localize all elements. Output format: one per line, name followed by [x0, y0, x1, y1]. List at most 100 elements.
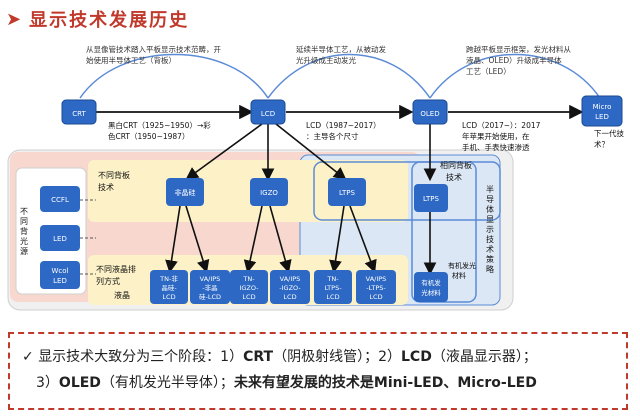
era-next-1: 下一代技 [594, 128, 624, 138]
arrow-ltps-va [349, 205, 377, 273]
node-crt-label: CRT [72, 110, 86, 118]
era-lcd-1: LCD（1987~2017） [306, 121, 381, 130]
summary-l2-mid: （有机发光半导体）； [100, 375, 234, 391]
gl-st-4: 显 [486, 215, 494, 224]
node-micro-label-2: LED [595, 113, 609, 121]
note-crt-lcd-1: 从显像管技术踏入平板显示技术范畴，开 [86, 44, 221, 54]
lc-mode-2-l1: VA/IPS [200, 275, 221, 283]
lc-mode-6-l3: LCD [369, 293, 382, 301]
title-bar: ➤ 显示技术发展历史 [6, 6, 189, 32]
gl-bl-1: 不 [20, 207, 28, 216]
summary-l1-prefix: 显示技术大致分为三个阶段：1） [38, 349, 244, 365]
summary-l1-mid: （阴极射线管）；2） [273, 349, 402, 365]
note-oled-micro-2: 液晶、OLED）升级成半导体 [466, 55, 562, 65]
summary-box: ✓ 显示技术大致分为三个阶段：1）CRT（阴极射线管）；2）LCD（液晶显示器）… [8, 332, 628, 410]
gl-bp-lcd-2: 技术 [98, 182, 114, 192]
lc-mode-2: VA/IPS -非晶 硅-LCD [190, 270, 230, 304]
ltps-outline [313, 161, 501, 221]
arrow-asi-tn [165, 205, 181, 274]
backlight-ccfl-label: CCFL [51, 196, 69, 204]
lc-mode-2-l3: 硅-LCD [199, 292, 221, 301]
gl-bl-3: 背 [20, 226, 28, 236]
summary-l2-prefix: 3） [36, 375, 59, 391]
lc-mode-3-l1: TN- [242, 275, 255, 283]
note-oled-micro-3: 工艺（LED） [466, 67, 511, 76]
arc-lcd-oled [267, 53, 431, 99]
arrow-igzo-va [269, 205, 292, 274]
gl-st-6: 技 [486, 234, 494, 244]
era-oled-1: LCD（2017~）：2017 [462, 121, 541, 130]
lc-mode-6-l1: VA/IPS [366, 275, 387, 283]
backplane-row [88, 160, 408, 222]
gl-st-8: 策 [486, 254, 494, 264]
gl-bl-2: 同 [20, 217, 28, 226]
backlight-wled-label-1: Wcol [52, 267, 69, 275]
gl-bl-4: 光 [20, 236, 28, 246]
era-oled-2: 年苹果开始使用，在 [462, 131, 530, 141]
arrow-lcd-asi [185, 123, 263, 180]
lc-mode-5-l3: LCD [326, 293, 339, 301]
backplane-ltps-oled-label: LTPS [423, 195, 439, 203]
arrow-asi-va [185, 205, 210, 274]
oled-material-box: 有机发 光材料 [414, 272, 448, 302]
oled-material-box-l2: 光材料 [421, 288, 441, 297]
oled-material-box-l1: 有机发 [421, 278, 441, 287]
gl-lc-word: 液晶 [114, 290, 130, 300]
summary-l2-bold: 未来有望发展的技术是Mini-LED、Micro-LED [233, 375, 537, 391]
backplane-ltps: LTPS [328, 178, 366, 206]
node-lcd-label: LCD [261, 110, 275, 118]
lc-mode-1-l3: LCD [162, 293, 175, 301]
group-labels: 不 同 背 光 源 不同背板 技术 相同背板 技术 不同液晶排 列方式 液晶 有… [20, 160, 494, 300]
backplane-ltps-oled: LTPS [414, 184, 448, 212]
gl-st-1: 半 [486, 184, 494, 194]
lc-mode-5: TN- LTPS- LCD [314, 270, 352, 304]
lc-mode-6: VA/IPS -LTPS- LCD [356, 270, 396, 304]
era-notes: 黑白CRT（1925~1950）→彩 色CRT（1950~1987） LCD（1… [108, 120, 624, 152]
node-oled-label: OLED [420, 110, 439, 118]
gl-bp-lcd-1: 不同背板 [98, 170, 130, 180]
lc-mode-1: TN-非 晶硅- LCD [150, 270, 188, 304]
note-lcd-oled-1: 延续半导体工艺，从被动发 [296, 44, 386, 54]
node-crt: CRT [61, 99, 97, 125]
backlight-led-label: LED [53, 235, 67, 243]
summary-l2-oled: OLED [58, 375, 101, 391]
lc-mode-3-l3: LCD [242, 293, 255, 301]
arrow-igzo-tn [243, 205, 263, 274]
lc-mode-6-l2: -LTPS- [366, 284, 386, 292]
node-micro-led: Micro LED [581, 95, 623, 127]
gl-st-7: 术 [486, 244, 494, 254]
gl-bl-5: 源 [20, 247, 28, 256]
summary-line-2: 3）OLED（有机发光半导体）；未来有望发展的技术是Mini-LED、Micro… [22, 370, 614, 396]
era-lcd-2: ：主导各个尺寸 [306, 131, 359, 141]
backlight-wled: Wcol LED [40, 261, 80, 289]
lc-mode-1-l2: 晶硅- [161, 283, 177, 292]
arc-crt-lcd [79, 53, 269, 99]
page-title: 显示技术发展历史 [29, 10, 190, 31]
gl-lc-1: 不同液晶排 [96, 264, 136, 274]
lc-mode-5-l1: TN- [326, 275, 339, 283]
gl-st-2: 导 [486, 195, 494, 204]
era-next-2: 术？ [594, 139, 609, 149]
arrow-lcd-ltps [275, 123, 347, 180]
top-notes: 从显像管技术踏入平板显示技术范畴，开 始使用半导体工艺（背板） 延续半导体工艺，… [86, 44, 571, 76]
check-icon: ✓ [22, 349, 34, 365]
lc-mode-4: VA/IPS -IGZO- LCD [270, 270, 310, 304]
lc-mode-4-l1: VA/IPS [280, 275, 301, 283]
lc-mode-3-l2: IGZO- [239, 284, 259, 292]
summary-l1-lcd: LCD [401, 349, 432, 365]
backplane-igzo: IGZO [250, 178, 288, 206]
era-crt-1: 黑白CRT（1925~1950）→彩 [108, 120, 211, 130]
lc-mode-2-l2: -非晶 [202, 283, 217, 292]
backlight-wled-label-2: LED [53, 277, 67, 285]
gl-lc-2: 列方式 [96, 276, 120, 286]
gl-st-9: 略 [486, 264, 494, 274]
node-micro-label-1: Micro [593, 103, 612, 111]
note-oled-micro-1: 跨越平板显示框架，发光材料从 [466, 44, 571, 54]
gl-bp-oled-1: 相同背板 [440, 160, 472, 170]
node-oled: OLED [412, 99, 448, 125]
gl-oled-mat-1: 有机发光 [448, 261, 476, 270]
gl-st-5: 示 [486, 225, 494, 234]
summary-l1-suffix: （液晶显示器）； [431, 349, 537, 365]
backplane-ltps-label: LTPS [339, 189, 355, 197]
lc-mode-3: TN- IGZO- LCD [230, 270, 268, 304]
